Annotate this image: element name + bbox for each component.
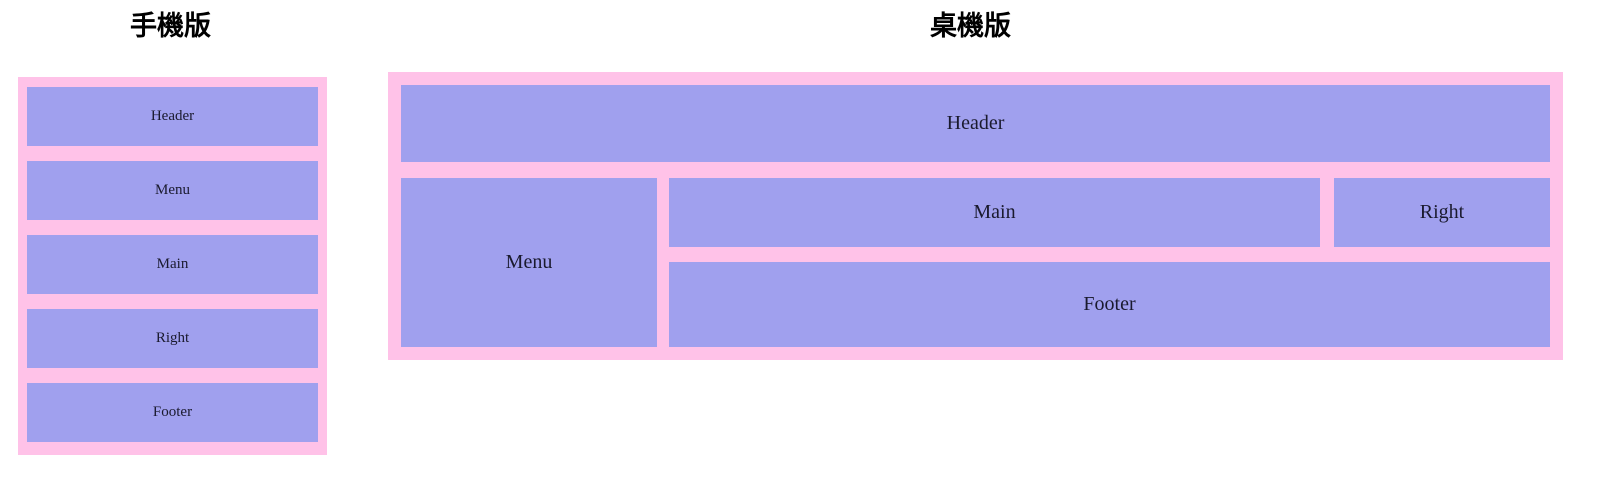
mobile-block-menu: Menu	[27, 161, 318, 220]
desktop-block-right: Right	[1334, 178, 1550, 247]
desktop-block-header: Header	[401, 85, 1550, 162]
desktop-section-title: 桌機版	[930, 11, 1011, 42]
mobile-block-main: Main	[27, 235, 318, 294]
desktop-layout-frame: Header Menu Main Right Footer	[388, 72, 1563, 360]
mobile-layout-frame: Header Menu Main Right Footer	[18, 77, 327, 455]
desktop-block-footer: Footer	[669, 262, 1550, 347]
mobile-block-header: Header	[27, 87, 318, 146]
desktop-block-main: Main	[669, 178, 1320, 247]
mobile-section-title: 手機版	[130, 11, 211, 42]
mobile-block-footer: Footer	[27, 383, 318, 442]
desktop-block-menu: Menu	[401, 178, 657, 347]
mobile-block-right: Right	[27, 309, 318, 368]
